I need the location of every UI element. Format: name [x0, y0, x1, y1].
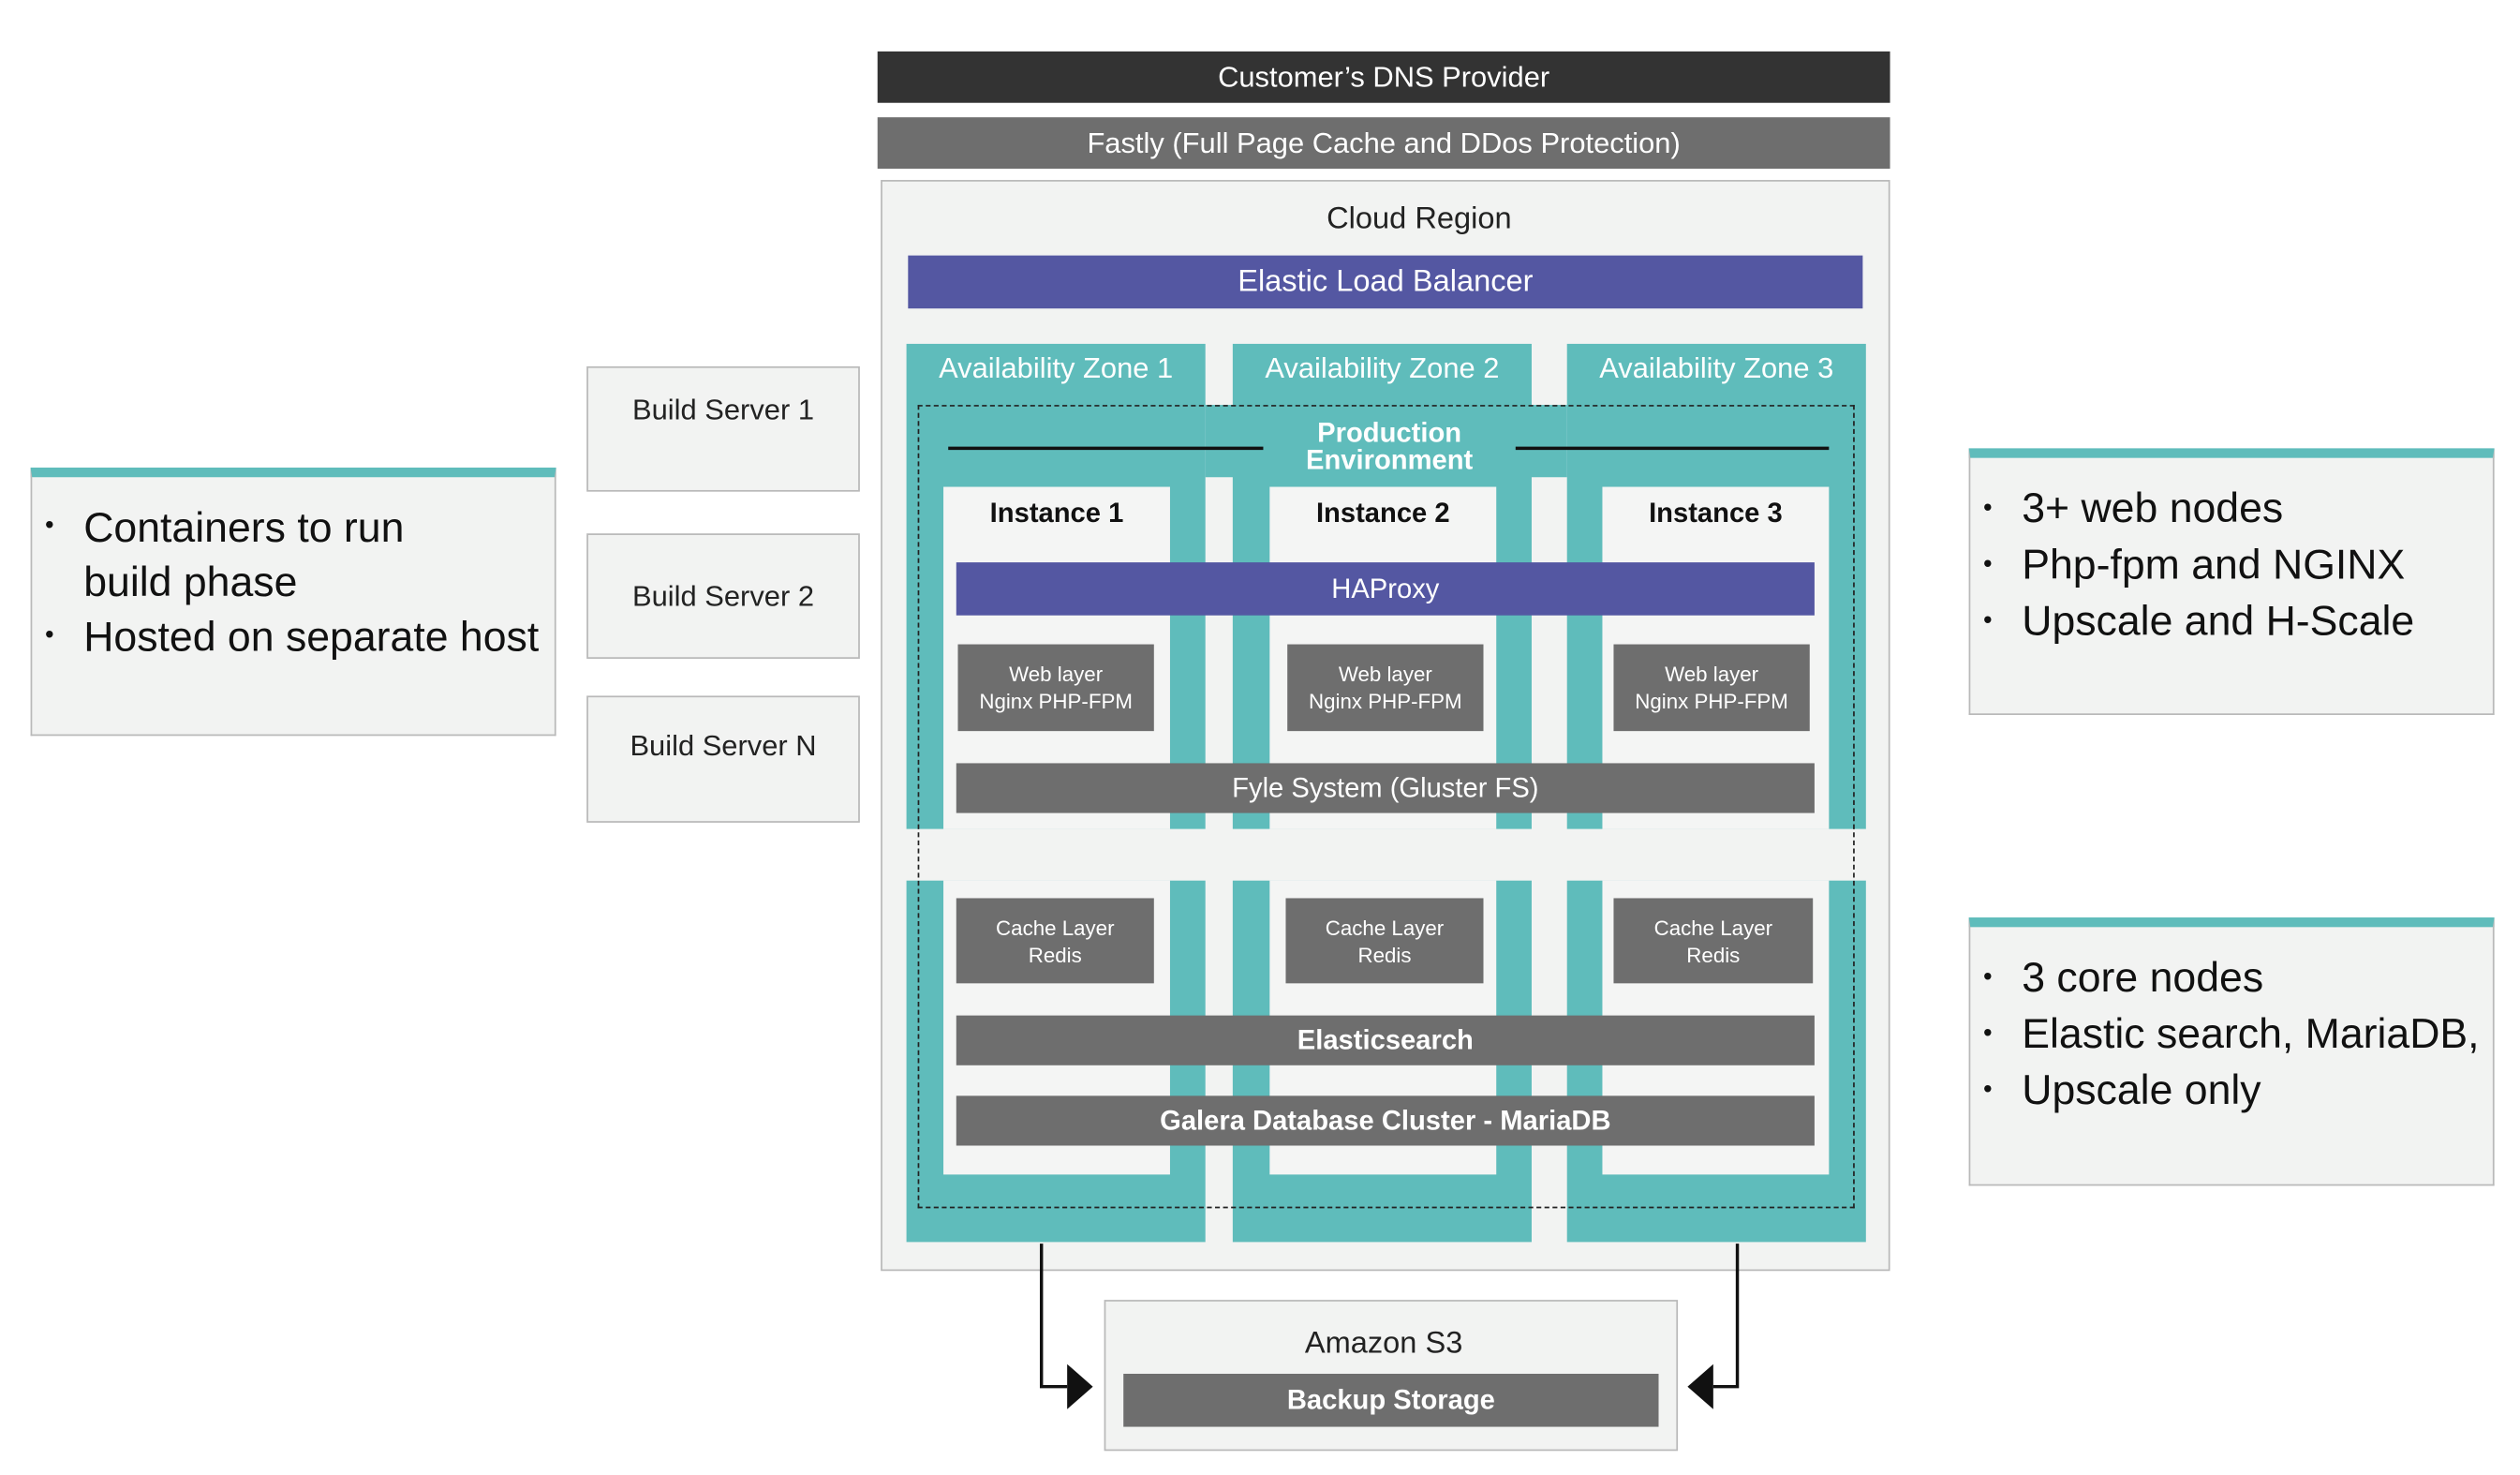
haproxy-bar: HAProxy [956, 562, 1815, 616]
cache-layer-1-line1: Cache Layer [996, 915, 1115, 940]
cache-layer-2-line1: Cache Layer [1325, 915, 1445, 940]
backup-storage-bar: Backup Storage [1123, 1373, 1659, 1427]
web-layer-3-line2: Nginx PHP-FPM [1635, 689, 1788, 714]
web-note-item-2: Php-fpm and NGINX [1970, 537, 2493, 593]
production-label-line2: Environment [1306, 444, 1474, 476]
elasticsearch-bar: Elasticsearch [956, 1015, 1815, 1065]
zone-2-title: Availability Zone 2 [1265, 350, 1500, 383]
fastly-cdn-bar: Fastly (Full Page Cache and DDos Protect… [877, 117, 1890, 170]
galera-cluster-bar: Galera Database Cluster - MariaDB [956, 1095, 1815, 1146]
dns-provider-bar: Customer’s DNS Provider [877, 51, 1890, 103]
production-label-line1: Production [1317, 417, 1462, 449]
cache-layer-1-line2: Redis [1028, 942, 1082, 967]
instance-1-title: Instance 1 [989, 498, 1124, 529]
core-note-item-1: 3 core nodes [1970, 949, 2493, 1006]
cache-layer-2: Cache Layer Redis [1285, 898, 1484, 984]
web-layer-2: Web layer Nginx PHP-FPM [1287, 644, 1484, 732]
web-layer-2-line2: Nginx PHP-FPM [1309, 689, 1462, 714]
zone-3-title: Availability Zone 3 [1599, 350, 1834, 383]
web-layer-2-line1: Web layer [1338, 662, 1432, 687]
backup-arrow-left-head [1067, 1363, 1093, 1409]
web-layer-1-line2: Nginx PHP-FPM [979, 689, 1133, 714]
web-layer-3-line1: Web layer [1665, 662, 1759, 687]
backup-arrow-left-line [1039, 1244, 1068, 1389]
web-layer-1: Web layer Nginx PHP-FPM [957, 644, 1154, 732]
core-note-item-3: Upscale only [1970, 1062, 2493, 1118]
instance-2-title: Instance 2 [1315, 498, 1450, 529]
cache-layer-3-line2: Redis [1686, 942, 1741, 967]
amazon-s3-title: Amazon S3 [1304, 1327, 1463, 1362]
cache-layer-3: Cache Layer Redis [1613, 898, 1814, 984]
build-server-n-label: Build Server N [630, 729, 817, 762]
production-environment-label: Production Environment [1263, 414, 1515, 479]
zone-gap [906, 828, 1866, 881]
web-nodes-note: 3+ web nodes Php-fpm and NGINX Upscale a… [1968, 448, 2495, 715]
file-system-bar: Fyle System (Gluster FS) [956, 763, 1815, 813]
build-server-2: Build Server 2 [586, 533, 860, 659]
cache-layer-3-line1: Cache Layer [1653, 915, 1773, 940]
web-note-item-3: Upscale and H-Scale [1970, 593, 2493, 649]
core-nodes-note: 3 core nodes Elastic search, MariaDB, Up… [1968, 917, 2495, 1186]
build-note-item-2: Hosted on separate host [32, 609, 555, 663]
backup-arrow-right-head [1687, 1363, 1713, 1409]
zone-1-title: Availability Zone 1 [939, 350, 1174, 383]
backup-arrow-right-line [1712, 1244, 1740, 1389]
elastic-load-balancer: Elastic Load Balancer [908, 255, 1863, 309]
production-environment-boundary [917, 405, 1855, 1209]
cache-layer-1: Cache Layer Redis [956, 898, 1154, 984]
cloud-region-title: Cloud Region [1327, 202, 1512, 237]
build-server-1-label: Build Server 1 [632, 394, 815, 426]
web-layer-3: Web layer Nginx PHP-FPM [1613, 644, 1810, 732]
cache-layer-2-line2: Redis [1357, 942, 1412, 967]
build-server-2-label: Build Server 2 [632, 579, 815, 612]
web-layer-1-line1: Web layer [1009, 662, 1104, 687]
web-note-item-1: 3+ web nodes [1970, 481, 2493, 537]
core-note-item-2: Elastic search, MariaDB, [1970, 1006, 2493, 1062]
build-server-n: Build Server N [586, 695, 860, 823]
instance-3-title: Instance 3 [1649, 498, 1783, 529]
production-bridge [1205, 405, 1567, 478]
build-server-1: Build Server 1 [586, 365, 860, 492]
